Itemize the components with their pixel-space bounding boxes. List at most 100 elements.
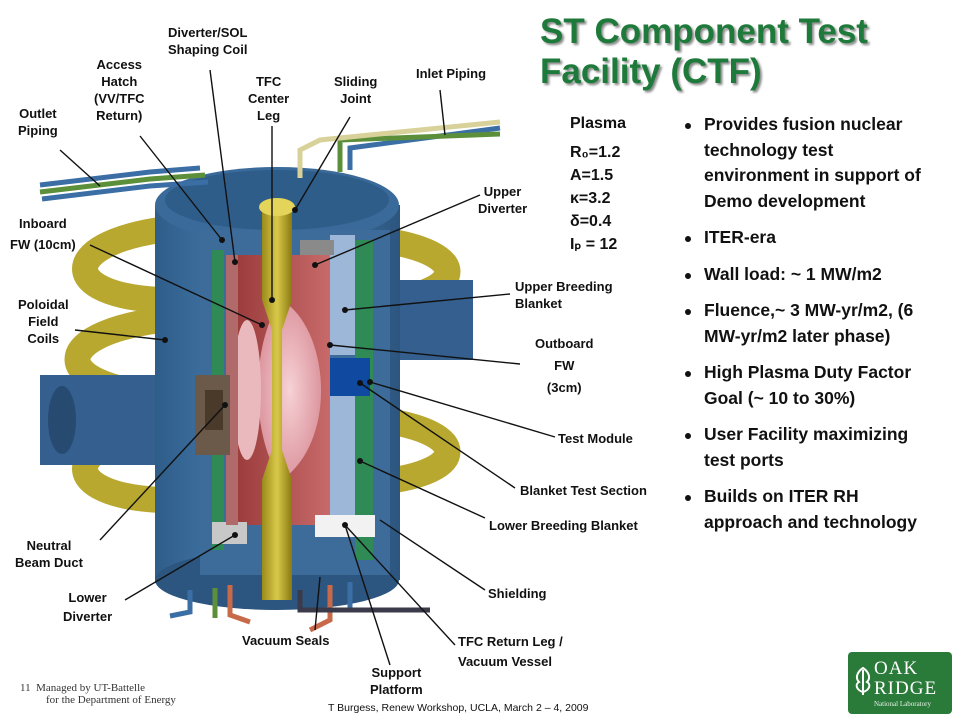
label-line: Joint <box>340 91 372 106</box>
bullet-dot-icon <box>685 123 691 129</box>
label-line: Outlet <box>19 106 57 121</box>
label-line: Lower <box>68 590 107 605</box>
oak-ridge-logo: OAK RIDGE National Laboratory <box>848 652 952 714</box>
label-line: Sliding <box>334 74 378 89</box>
label-blanket-test-section: Blanket Test Section <box>520 482 647 499</box>
label-line: Center <box>248 91 290 106</box>
upper-breeding-blanket <box>330 235 355 355</box>
leader-lines <box>59 69 556 666</box>
label-line: Diverter <box>63 609 113 624</box>
footer-citation: T Burgess, Renew Workshop, UCLA, March 2… <box>328 702 589 714</box>
label-lower-diverter: Lower Diverter <box>63 588 112 626</box>
ctf-cutaway-diagram <box>39 69 556 666</box>
label-shielding: Shielding <box>488 585 547 602</box>
tfc-center-leg <box>262 210 292 600</box>
label-line: (3cm) <box>546 380 582 395</box>
label-line: Vacuum Seals <box>242 633 330 648</box>
label-outlet-piping: Outlet Piping <box>18 105 58 139</box>
title-line-1: ST Component Test <box>540 12 868 51</box>
label-line: Blanket Test Section <box>520 483 647 498</box>
bullet-item: ITER-era <box>682 225 922 251</box>
label-tfc-return-leg: TFC Return Leg / Vacuum Vessel <box>458 632 563 672</box>
outboard-port-block <box>395 280 473 360</box>
label-line: TFC <box>255 74 282 89</box>
param-kappa: κ=3.2 <box>570 190 611 207</box>
label-line: Support <box>371 665 422 680</box>
label-tfc-center-leg: TFC Center Leg <box>248 73 289 124</box>
label-access-hatch: Access Hatch (VV/TFC Return) <box>94 56 145 124</box>
label-line: Inlet Piping <box>416 66 487 81</box>
label-outboard-fw: Outboard FW (3cm) <box>535 333 594 399</box>
bullet-item: Fluence,~ 3 MW-yr/m2, (6 MW-yr/m2 later … <box>682 298 922 349</box>
label-inlet-piping: Inlet Piping <box>416 65 486 82</box>
label-line: Leg <box>257 108 281 123</box>
label-line: Blanket <box>515 296 562 311</box>
lower-breeding-blanket <box>330 395 355 515</box>
label-line: Piping <box>18 123 58 138</box>
label-upper-breeding-blanket: Upper Breeding Blanket <box>515 278 613 312</box>
inlet-piping <box>297 119 501 178</box>
label-lower-breeding-blanket: Lower Breeding Blanket <box>489 517 638 534</box>
label-line: Hatch <box>101 74 138 89</box>
bullet-text: ITER-era <box>704 227 776 247</box>
logo-national-lab: National Laboratory <box>874 700 931 708</box>
label-poloidal-field-coils: Poloidal Field Coils <box>18 296 69 347</box>
label-line: TFC Return Leg / <box>458 634 563 649</box>
test-module <box>328 358 370 396</box>
label-line: Shaping Coil <box>168 42 248 57</box>
param-delta: δ=0.4 <box>570 213 612 230</box>
bullet-dot-icon <box>685 371 691 377</box>
oak-leaf-icon <box>855 666 871 695</box>
label-line: Lower Breeding Blanket <box>489 518 638 533</box>
label-line: Access <box>96 57 143 72</box>
bullet-item: Provides fusion nuclear technology test … <box>682 112 922 214</box>
label-line: Outboard <box>535 336 594 351</box>
label-line: Diverter/SOL <box>168 25 248 40</box>
logo-ridge: RIDGE <box>874 678 938 699</box>
label-line: Platform <box>370 682 423 697</box>
label-neutral-beam-duct: Neutral Beam Duct <box>15 537 83 571</box>
label-diverter-sol: Diverter/SOL Shaping Coil <box>168 24 247 58</box>
label-line: Vacuum Vessel <box>458 654 552 669</box>
plasma-header: Plasma <box>570 115 627 132</box>
label-sliding-joint: Sliding Joint <box>334 73 377 107</box>
bullet-item: Wall load: ~ 1 MW/m2 <box>682 262 922 288</box>
label-line: Diverter <box>478 201 528 216</box>
label-vacuum-seals: Vacuum Seals <box>242 632 329 649</box>
bullet-text: User Facility maximizing test ports <box>704 424 909 470</box>
lower-piping <box>169 582 430 633</box>
bullet-item: High Plasma Duty Factor Goal (~ 10 to 30… <box>682 360 922 411</box>
feature-bullet-list: Provides fusion nuclear technology test … <box>682 112 922 546</box>
managed-by-line-2: for the Department of Energy <box>46 694 176 706</box>
label-upper-diverter: Upper Diverter <box>478 183 527 217</box>
param-r0: R₀=1.2 <box>570 144 621 161</box>
param-aspect: A=1.5 <box>570 167 614 184</box>
label-line: Test Module <box>558 431 633 446</box>
upper-diverter <box>300 240 334 255</box>
label-line: Upper <box>483 184 522 199</box>
bullet-dot-icon <box>685 236 691 242</box>
managed-by-line-1: Managed by UT-Battelle <box>36 682 146 694</box>
label-line: Poloidal <box>18 297 69 312</box>
bullet-text: Fluence,~ 3 MW-yr/m2, (6 MW-yr/m2 later … <box>704 300 914 346</box>
inboard-fw <box>226 255 238 525</box>
bullet-dot-icon <box>685 309 691 315</box>
param-ip: Iₚ = 12 <box>570 236 618 253</box>
bullet-text: High Plasma Duty Factor Goal (~ 10 to 30… <box>704 362 912 408</box>
bullet-dot-icon <box>685 495 691 501</box>
label-line: Return) <box>96 108 143 123</box>
label-line: Coils <box>27 331 60 346</box>
outlet-piping <box>39 165 209 202</box>
label-support-platform: Support Platform <box>370 664 423 698</box>
label-inboard-fw: Inboard FW (10cm) <box>10 213 76 255</box>
shielding <box>355 240 373 560</box>
label-line: Beam Duct <box>15 555 83 570</box>
lower-diverter-plate <box>212 522 247 544</box>
bullet-text: Builds on ITER RH approach and technolog… <box>704 486 917 532</box>
bullet-dot-icon <box>685 433 691 439</box>
logo-oak: OAK <box>874 658 919 679</box>
label-line: Inboard <box>19 216 67 231</box>
title-line-2: Facility (CTF) <box>540 52 762 91</box>
label-line: Neutral <box>26 538 72 553</box>
label-line: FW <box>554 358 575 373</box>
